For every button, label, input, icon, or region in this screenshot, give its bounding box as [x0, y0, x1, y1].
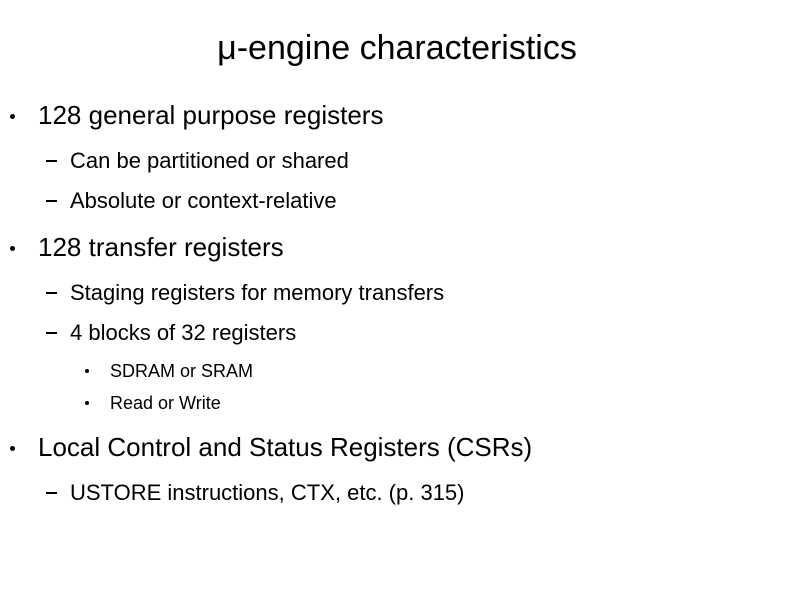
outline-item-level1: 128 transfer registers: [0, 232, 794, 262]
outline-text: Can be partitioned or shared: [70, 148, 349, 173]
spacer: [0, 130, 794, 148]
bullet-dash-icon: [46, 280, 66, 306]
bullet-dot-icon: [10, 432, 30, 462]
slide-title: μ-engine characteristics: [217, 29, 577, 67]
outline-item-level1: 128 general purpose registers: [0, 100, 794, 130]
bullet-dot-icon: [10, 232, 30, 262]
outline-text: Absolute or context-relative: [70, 188, 337, 213]
outline-item-level3: SDRAM or SRAM: [0, 360, 794, 382]
outline-text: Staging registers for memory transfers: [70, 280, 445, 305]
bullet-dash-icon: [46, 148, 66, 174]
bullet-dot-icon: [85, 360, 103, 382]
slide-body-outline: 128 general purpose registers Can be par…: [0, 100, 794, 506]
outline-item-level2: Absolute or context-relative: [0, 188, 794, 214]
bullet-dot-icon: [85, 392, 103, 414]
spacer: [0, 306, 794, 320]
outline-text: Local Control and Status Registers (CSRs…: [38, 432, 533, 462]
outline-text: Read or Write: [110, 393, 221, 413]
spacer: [0, 414, 794, 432]
outline-text: 4 blocks of 32 registers: [70, 320, 297, 345]
outline-item-level2: 4 blocks of 32 registers: [0, 320, 794, 346]
bullet-dot-icon: [10, 100, 30, 130]
spacer: [0, 382, 794, 392]
outline-item-level2: USTORE instructions, CTX, etc. (p. 315): [0, 480, 794, 506]
outline-item-level1: Local Control and Status Registers (CSRs…: [0, 432, 794, 462]
bullet-dash-icon: [46, 188, 66, 214]
bullet-dash-icon: [46, 320, 66, 346]
bullet-dash-icon: [46, 480, 66, 506]
spacer: [0, 346, 794, 360]
outline-text: SDRAM or SRAM: [110, 361, 254, 381]
spacer: [0, 214, 794, 232]
outline-text: 128 general purpose registers: [38, 100, 384, 130]
outline-item-level2: Staging registers for memory transfers: [0, 280, 794, 306]
spacer: [0, 462, 794, 480]
outline-item-level2: Can be partitioned or shared: [0, 148, 794, 174]
spacer: [0, 174, 794, 188]
outline-text: USTORE instructions, CTX, etc. (p. 315): [70, 480, 465, 505]
outline-item-level3: Read or Write: [0, 392, 794, 414]
spacer: [0, 262, 794, 280]
outline-text: 128 transfer registers: [38, 232, 284, 262]
